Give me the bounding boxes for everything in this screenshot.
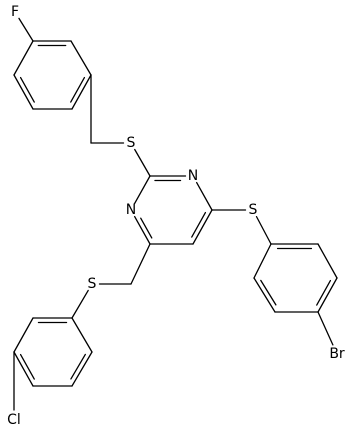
bond-inner-ca5-ca6 bbox=[70, 353, 86, 380]
bond-inner-C6-N1 bbox=[140, 217, 153, 239]
bond-S2-ba1 bbox=[255, 215, 272, 245]
bond-F-fa1 bbox=[18, 17, 34, 42]
atom-label-s3: S bbox=[88, 276, 97, 292]
atom-label-s2: S bbox=[249, 202, 258, 218]
atom-label-s1: S bbox=[127, 135, 136, 151]
bond-fa5-fa6 bbox=[13, 74, 34, 110]
atom-label-n1: N bbox=[126, 202, 136, 218]
bond-C4-C5 bbox=[192, 209, 213, 245]
bond-S1-C2 bbox=[134, 148, 151, 177]
bond-inner-ca3-ca4 bbox=[19, 353, 35, 380]
bond-ba4-Br bbox=[317, 311, 334, 346]
bond-fa2-fa3 bbox=[70, 40, 92, 76]
bond-fa6-fa1 bbox=[13, 40, 34, 76]
bond-ca6-ca1 bbox=[71, 317, 93, 353]
atom-label-n3: N bbox=[188, 168, 198, 184]
bond-ca5-ca6 bbox=[71, 351, 93, 387]
bond-inner-C4-C5 bbox=[191, 211, 207, 238]
bond-ca2-ca3 bbox=[13, 317, 34, 353]
bond-ba2-ba3 bbox=[317, 243, 338, 279]
atom-label-f: F bbox=[11, 4, 19, 20]
bond-fa3-fa4 bbox=[71, 74, 92, 110]
bond-N3-C4 bbox=[196, 181, 213, 211]
bonds-layer bbox=[13, 17, 338, 411]
bond-ca3-ca4 bbox=[13, 351, 34, 387]
bond-N1-C2 bbox=[134, 175, 151, 205]
bond-inner-fa5-fa6 bbox=[19, 76, 35, 103]
bond-S3-ca1 bbox=[71, 289, 89, 319]
atom-labels-layer: F S N N S Br S Cl bbox=[7, 4, 345, 428]
bond-C6-CH2b bbox=[130, 243, 151, 285]
bond-inner-ba5-ba6 bbox=[260, 279, 277, 306]
atom-label-br: Br bbox=[329, 346, 345, 362]
bond-ba5-ba6 bbox=[253, 277, 276, 313]
bond-C6-N1 bbox=[134, 215, 151, 245]
atom-label-cl: Cl bbox=[7, 412, 21, 428]
bond-inner-fa3-fa4 bbox=[70, 76, 86, 103]
bond-ba3-ba4 bbox=[317, 277, 338, 313]
bond-inner-ba3-ba4 bbox=[316, 279, 332, 306]
bond-ba6-ba1 bbox=[253, 243, 272, 279]
